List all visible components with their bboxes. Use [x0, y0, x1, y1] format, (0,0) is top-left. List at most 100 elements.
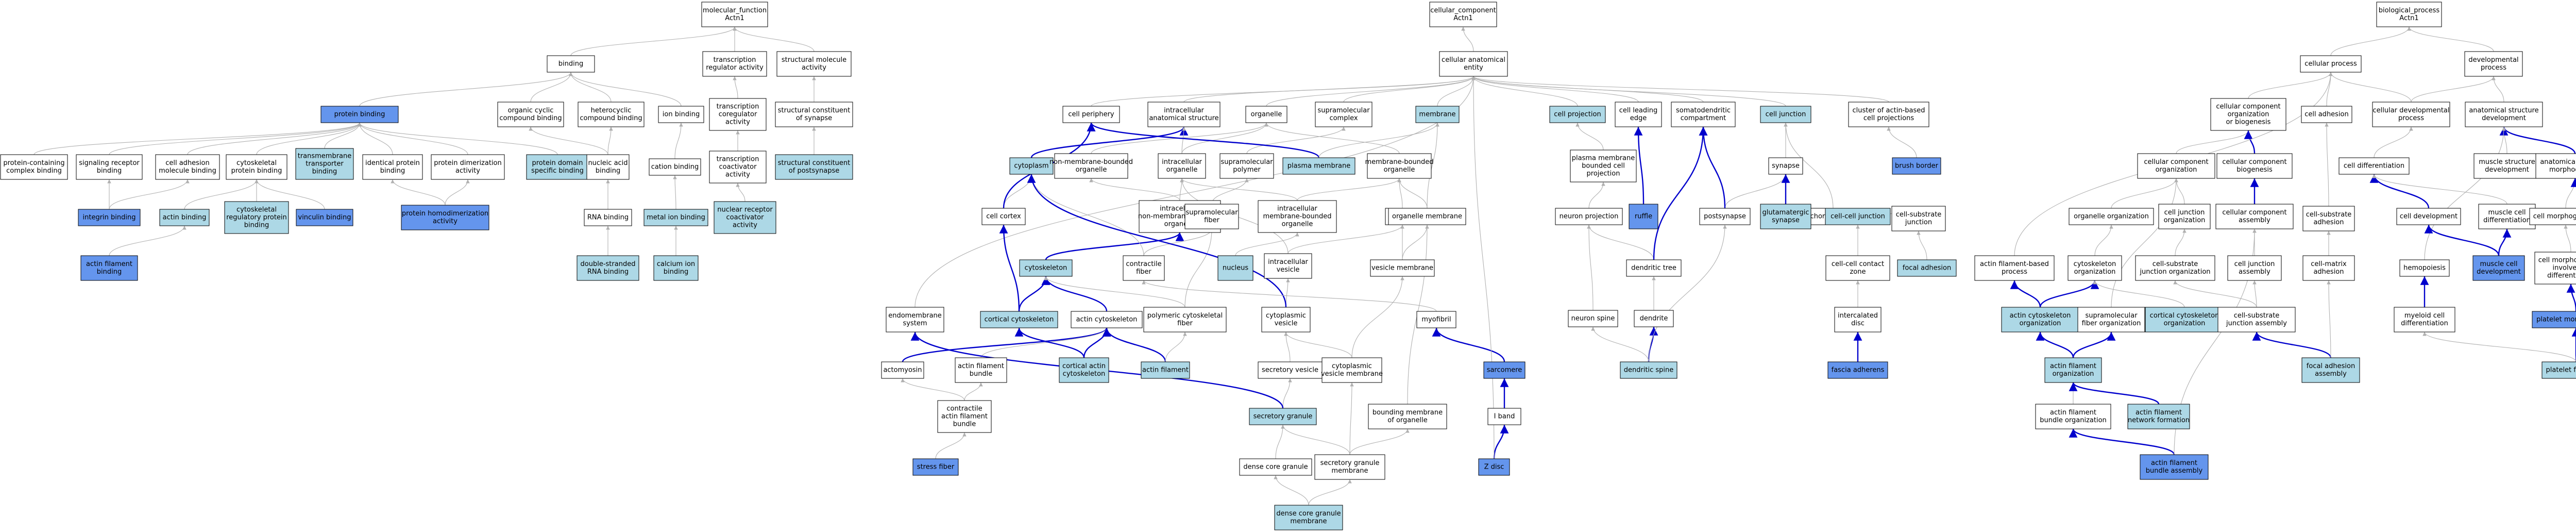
node-metal-ion[interactable]: metal ion binding: [643, 209, 708, 226]
node-cell-cell-junction[interactable]: cell-cell junction: [1825, 208, 1891, 225]
node-secretory-granule[interactable]: secretory granule: [1249, 408, 1317, 425]
node-ruffle[interactable]: ruffle: [1629, 204, 1658, 229]
node-rna-binding[interactable]: RNA binding: [584, 209, 632, 226]
node-plasma-membrane[interactable]: plasma membrane: [1282, 157, 1355, 175]
node-cation-binding[interactable]: cation binding: [649, 158, 701, 176]
node-organelle-membrane[interactable]: organelle membrane: [1388, 208, 1466, 225]
node-cytoskeleton[interactable]: cytoskeleton: [1019, 259, 1073, 277]
node-cell-junction[interactable]: cell junction: [1760, 106, 1811, 123]
node-dendritic-spine[interactable]: dendritic spine: [1620, 361, 1677, 379]
node-membrane[interactable]: membrane: [1415, 106, 1460, 123]
node-fascia-adherens[interactable]: fascia adherens: [1827, 361, 1888, 379]
node-cell-differentiation[interactable]: cell differentiation: [2338, 157, 2410, 175]
node-cell-periphery[interactable]: cell periphery: [1062, 106, 1120, 123]
node-neuron-spine[interactable]: neuron spine: [1568, 310, 1618, 327]
node-anat-struct-morph[interactable]: anatomical structuremorphogenesis: [2535, 153, 2576, 179]
node-cell-projection[interactable]: cell projection: [1549, 106, 1606, 123]
node-neuron-projection[interactable]: neuron projection: [1555, 208, 1623, 225]
node-dendritic-tree[interactable]: dendritic tree: [1626, 259, 1682, 277]
node-integrin-binding[interactable]: integrin binding: [78, 209, 141, 226]
node-myofibril[interactable]: myofibril: [1416, 311, 1456, 328]
node-z-disc[interactable]: Z disc: [1478, 458, 1510, 476]
node-i-band[interactable]: I band: [1487, 408, 1521, 425]
node-sarcomere[interactable]: sarcomere: [1483, 361, 1526, 379]
node-postsynapse[interactable]: postsynapse: [1699, 208, 1751, 225]
node-cell-cortex[interactable]: cell cortex: [981, 208, 1026, 225]
node-vinculin[interactable]: vinculin binding: [296, 209, 353, 226]
node-cell-morphogenesis[interactable]: cell morphogenesis: [2529, 208, 2576, 225]
node-stress-fiber[interactable]: stress fiber: [912, 458, 959, 476]
node-organelle-organization[interactable]: organelle organization: [2069, 208, 2154, 225]
node-ion-binding[interactable]: ion binding: [658, 106, 704, 123]
node-binding[interactable]: binding: [547, 55, 595, 73]
node-hemopoiesis[interactable]: hemopoiesis: [2399, 259, 2450, 277]
node-cell-development[interactable]: cell development: [2396, 208, 2461, 225]
node-dendrite[interactable]: dendrite: [1634, 310, 1674, 327]
